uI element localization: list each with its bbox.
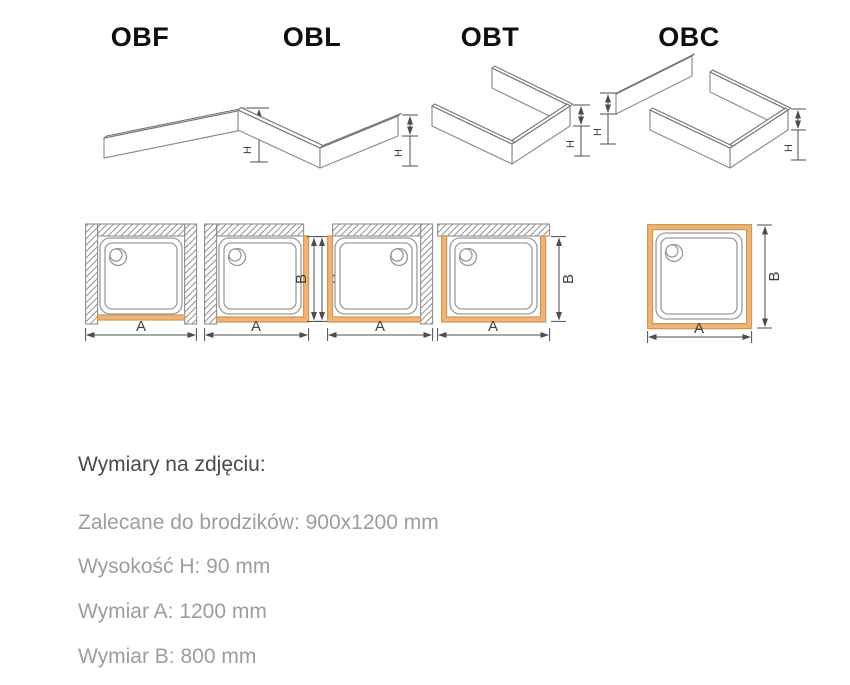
obl-mirrored-plan-view: B A (293, 223, 434, 341)
spec-line-dimension-a: Wymiar A: 1200 mm (78, 600, 267, 623)
obt-back-panel-top-edge (491, 65, 574, 107)
obl-plan-panels (216, 235, 310, 323)
variant-label-obc: OBC (658, 22, 720, 52)
obc-left-h-label: H (592, 128, 604, 136)
obf-shower-tray (99, 237, 183, 315)
obt-h-label: H (565, 140, 577, 148)
variant-label-obl: OBL (282, 22, 342, 52)
obf-a-label: A (136, 318, 146, 335)
obc-shower-tray (655, 232, 743, 320)
obf-plan-walls (85, 223, 198, 325)
obt-plan-view: B A (437, 223, 577, 341)
obl-mirrored-b-label: B (293, 274, 310, 284)
obc-a-label: A (694, 320, 704, 337)
variant-label-obt: OBT (460, 22, 520, 52)
obf-plan-front-panel (97, 314, 186, 321)
obt-left-panel-top-edge (431, 103, 516, 145)
obc-back-panel-top-edge (709, 69, 792, 111)
obl-plan-walls (204, 223, 305, 325)
obl-mirrored-shower-tray (334, 237, 418, 315)
obl-plan-view: B A (204, 223, 341, 341)
variant-label-obf: OBF (110, 22, 170, 52)
obl-mirrored-plan-panels (327, 235, 422, 323)
obl-width-dimension: A (204, 318, 310, 341)
obc-left-panel-top-edge (649, 107, 734, 149)
obl-h-label: H (393, 149, 405, 157)
obf-h-label: H (242, 146, 254, 154)
obl-height-dimension: H (393, 114, 418, 167)
obl-a-label: A (251, 318, 261, 335)
obf-plan-view: A (85, 223, 198, 341)
obc-detached-panel-top-edge (615, 53, 696, 95)
obf-width-dimension: A (85, 318, 197, 341)
obc-detached-panel (615, 55, 693, 115)
specs-heading: Wymiary na zdjęciu: (78, 453, 266, 476)
obt-isometric-diagram: H (431, 65, 590, 165)
obl-mirrored-width-dimension: A (327, 318, 434, 341)
obc-plan-panels (647, 224, 753, 330)
obt-width-dimension: A (437, 318, 551, 341)
spec-line-height: Wysokość H: 90 mm (78, 555, 271, 578)
obl-isometric-diagram: H (237, 106, 418, 169)
spec-line-dimension-b: Wymiar B: 800 mm (78, 645, 257, 668)
obc-right-height-dimension: H (783, 108, 806, 161)
obl-mirrored-plan-walls (332, 223, 434, 325)
obc-isometric-diagram: H H (592, 53, 806, 169)
obt-a-label: A (488, 318, 498, 335)
obc-left-height-dimension: H (592, 92, 617, 145)
spec-line-recommended: Zalecane do brodzików: 900x1200 mm (78, 511, 439, 534)
obt-plan-panels (441, 235, 547, 323)
obt-b-label: B (560, 274, 577, 284)
obl-mirrored-depth-dimension: B (293, 236, 322, 322)
obl-right-panel-top-edge (319, 112, 402, 149)
obt-depth-dimension: B (551, 236, 577, 322)
obc-width-dimension: A (647, 320, 753, 343)
obc-depth-dimension: B (757, 224, 783, 329)
obl-mirrored-a-label: A (375, 318, 385, 335)
obf-panel-top-edge (103, 107, 246, 139)
obc-plan-view: B A (647, 224, 783, 343)
obc-b-label: B (766, 271, 783, 281)
obt-shower-tray (449, 237, 538, 315)
obt-height-dimension: H (565, 104, 590, 157)
obl-shower-tray (218, 237, 302, 315)
obt-plan-wall (437, 223, 551, 237)
obc-right-h-label: H (783, 144, 795, 152)
